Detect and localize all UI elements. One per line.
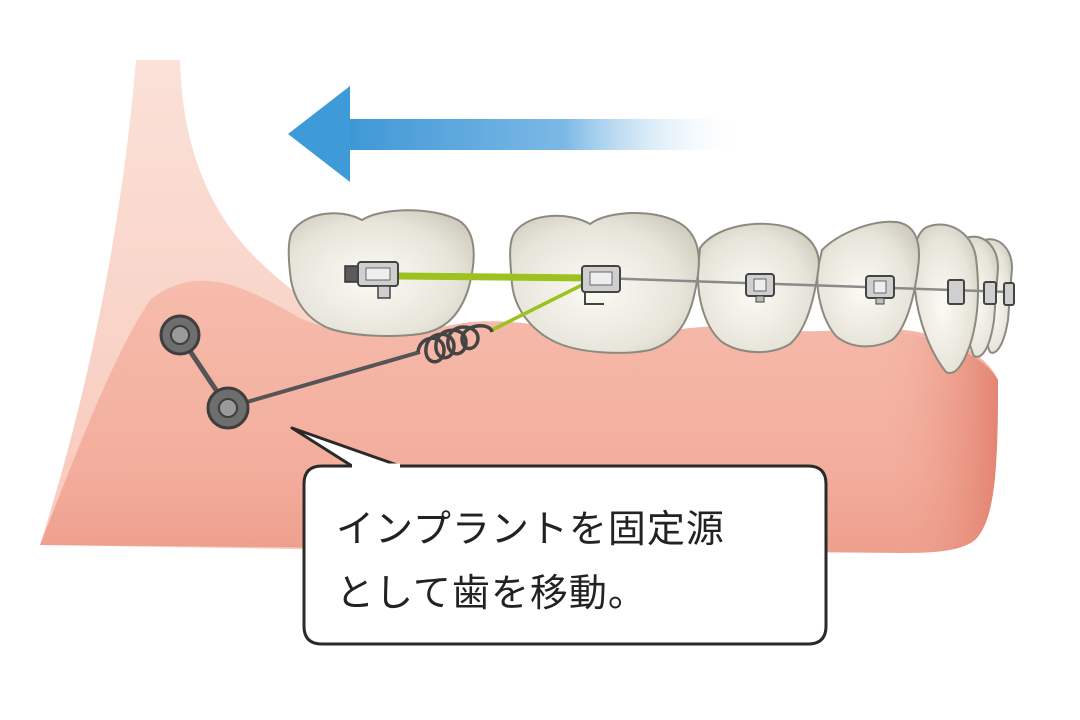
bracket-canine [947,279,965,305]
bracket-premolar-2 [865,275,895,305]
spring-hook [491,280,589,332]
caption-line-1: インプラントを固定源 [336,507,725,551]
bracket-first-molar [581,265,621,305]
caption-line-2: として歯を移動。 [336,571,647,615]
traction-wire [239,350,421,406]
bracket-second-molar [344,261,399,299]
coil-spring-icon [416,324,494,364]
brackets [344,261,1015,306]
archwire [599,276,1011,294]
left-arrow-icon [288,86,745,182]
bracket-incisor-mid [983,281,997,305]
implant-screw-icon [159,314,250,430]
elastic-band [397,272,591,282]
speech-bubble: インプラントを固定源 として歯を移動。 [290,426,828,646]
bracket-premolar-1 [745,273,775,303]
bracket-incisor-back [1003,282,1015,306]
